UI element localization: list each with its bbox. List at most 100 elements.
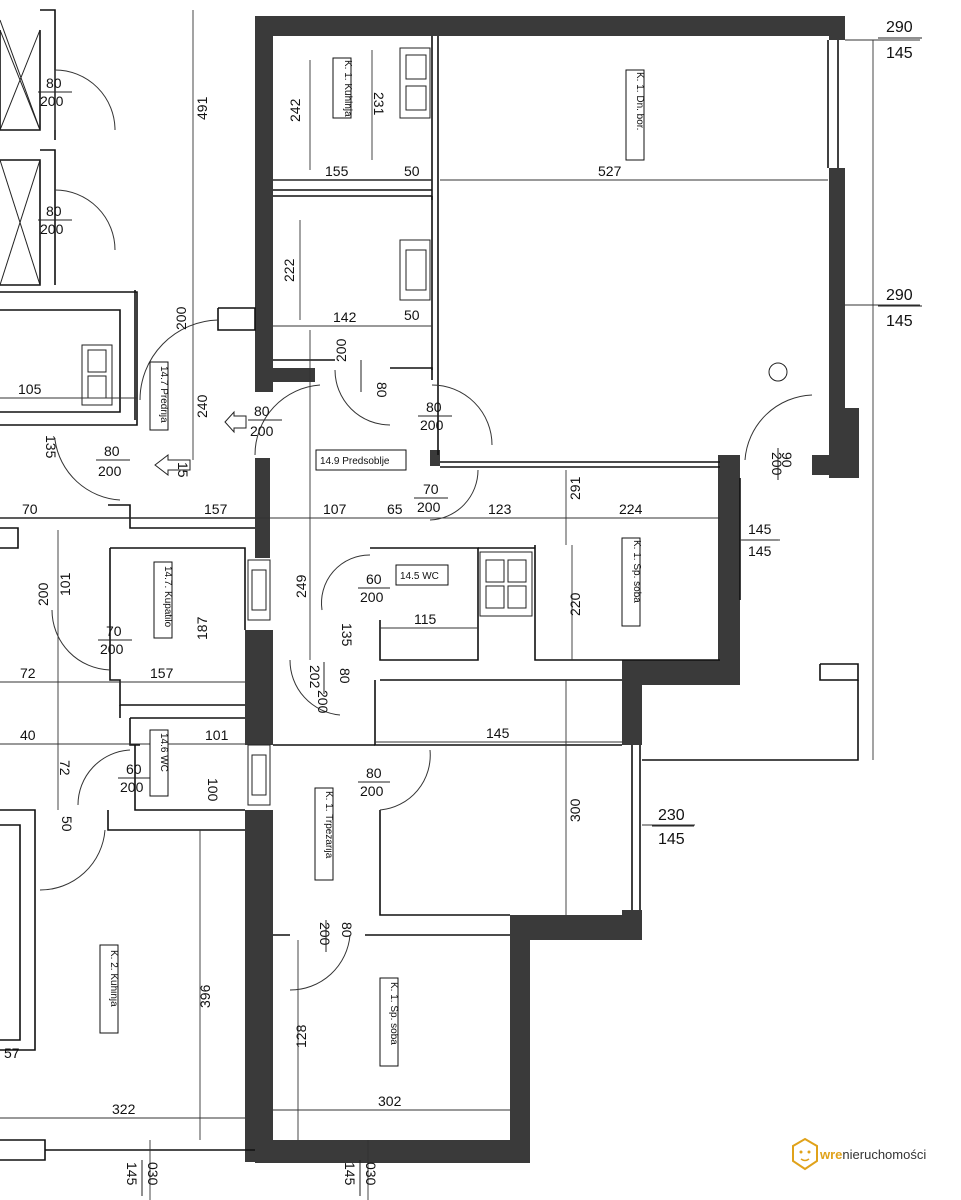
room-k1-dn-bor: K. 1. Dn. bor.	[634, 72, 645, 130]
room-labels: K. 1. Kuhinja K. 1. Dn. bor. 14.9 Predso…	[99, 57, 645, 1067]
dim-200v: 200	[173, 306, 189, 330]
svg-text:200: 200	[769, 452, 785, 476]
room-wc-146: 14.6 WC	[158, 733, 169, 772]
svg-text:80: 80	[104, 443, 120, 459]
svg-text:80: 80	[337, 668, 353, 684]
dim-135a: 135	[43, 435, 59, 459]
svg-text:200: 200	[360, 783, 384, 799]
dim-105: 105	[18, 381, 42, 397]
svg-text:145: 145	[748, 521, 772, 537]
dim-200b: 200	[35, 582, 51, 606]
fixtures	[0, 19, 788, 806]
dim-123: 123	[488, 501, 512, 517]
logo-prefix: wre	[820, 1146, 843, 1162]
svg-text:80: 80	[339, 922, 355, 938]
dim-202: 202	[307, 665, 323, 689]
room-kupatilo: 14.7. Kupatilo	[162, 566, 173, 628]
svg-text:200: 200	[98, 463, 122, 479]
svg-text:90: 90	[779, 452, 795, 468]
svg-text:200: 200	[333, 338, 349, 362]
logo-rest: nieruchomości	[842, 1146, 927, 1162]
svg-text:80: 80	[426, 399, 442, 415]
svg-text:145: 145	[124, 1162, 140, 1186]
dim-231: 231	[371, 92, 387, 116]
svg-text:030: 030	[363, 1162, 379, 1186]
room-predrija: 14.7 Predrija	[158, 366, 169, 423]
door-label-m: 200 80	[317, 920, 355, 952]
dim-302: 302	[378, 1093, 402, 1109]
svg-text:230: 230	[658, 807, 685, 824]
dim-72b: 72	[57, 760, 73, 776]
dim-249: 249	[293, 574, 309, 598]
svg-text:200: 200	[360, 589, 384, 605]
washer-icon	[479, 551, 533, 617]
svg-text:145: 145	[342, 1162, 358, 1186]
svg-text:145: 145	[658, 831, 685, 848]
svg-text:60: 60	[126, 761, 142, 777]
dim-115: 115	[414, 611, 437, 627]
svg-text:145: 145	[886, 313, 913, 330]
dim-396: 396	[197, 984, 213, 1008]
svg-text:70: 70	[423, 481, 439, 497]
room-wc-145: 14.5 WC	[400, 571, 439, 582]
svg-text:200: 200	[317, 922, 333, 946]
entrance-arrow-icon	[154, 410, 247, 477]
walls	[245, 16, 859, 1163]
svg-text:200: 200	[120, 779, 144, 795]
room-k1-kuhinja: K. 1. Kuhinja	[342, 60, 353, 117]
svg-text:60: 60	[366, 571, 382, 587]
svg-text:200: 200	[250, 423, 274, 439]
room-k1-trpezarija: K. 1. Trpezarija	[323, 791, 334, 859]
door-label-k: 200 80	[315, 662, 353, 714]
dim-100: 100	[205, 778, 221, 802]
dim-101b: 101	[205, 727, 229, 743]
dim-291: 291	[567, 476, 583, 500]
dim-155: 155	[325, 163, 349, 179]
dimension-lines	[0, 10, 920, 1200]
window-label-6: 145 030	[342, 1160, 379, 1196]
room-predsoblje: 14.9 Predsoblje	[320, 456, 390, 467]
radiator-icon-1	[247, 559, 271, 621]
dim-222: 222	[281, 258, 297, 282]
svg-text:200: 200	[315, 690, 331, 714]
dim-527: 527	[598, 163, 622, 179]
svg-text:80: 80	[254, 403, 270, 419]
radiator-icon-3	[81, 344, 113, 406]
column-icon	[768, 362, 788, 382]
room-k2-kuhinja: K. 2. Kuhinja	[108, 950, 119, 1007]
window-label-2: 290 145	[878, 287, 922, 330]
dim-240: 240	[194, 394, 210, 418]
svg-text:70: 70	[106, 623, 122, 639]
svg-text:290: 290	[886, 287, 913, 304]
svg-text:80: 80	[374, 382, 390, 398]
svg-text:200: 200	[100, 641, 124, 657]
sink-icon-1	[399, 47, 431, 119]
dim-50a: 50	[404, 163, 420, 179]
room-k1-sp-soba-1: K. 1. Sp. soba	[631, 540, 642, 603]
dim-57: 57	[4, 1045, 20, 1061]
svg-text:80: 80	[46, 75, 62, 91]
dim-224: 224	[619, 501, 643, 517]
dim-242: 242	[287, 98, 303, 122]
dim-40: 40	[20, 727, 36, 743]
dim-128: 128	[293, 1024, 309, 1048]
svg-text:80: 80	[46, 203, 62, 219]
dim-101a: 101	[57, 572, 73, 596]
svg-text:290: 290	[886, 19, 913, 36]
dim-70a: 70	[22, 501, 38, 517]
dim-300: 300	[567, 798, 583, 822]
dim-491: 491	[194, 96, 210, 120]
svg-text:200: 200	[420, 417, 444, 433]
